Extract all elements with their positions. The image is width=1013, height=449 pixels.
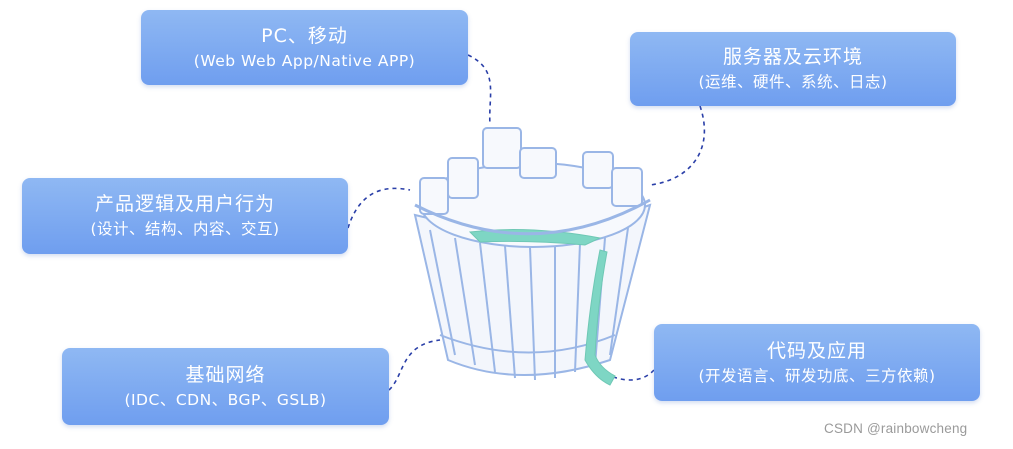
server-cloud-subtitle: (运维、硬件、系统、日志) (698, 73, 888, 91)
watermark: CSDN @rainbowcheng (824, 421, 968, 436)
code-application-title: 代码及应用 (766, 339, 867, 362)
basic-network-title: 基础网络 (185, 363, 266, 386)
product-logic-box: 产品逻辑及用户行为 (设计、结构、内容、交互) (22, 178, 348, 254)
server-cloud-title: 服务器及云环境 (722, 46, 863, 68)
pc-mobile-subtitle: (Web Web App/Native APP) (193, 51, 416, 70)
connector-network (388, 339, 441, 391)
connector-pc (467, 54, 492, 126)
product-logic-subtitle: (设计、结构、内容、交互) (90, 220, 280, 238)
bucket (413, 127, 652, 386)
code-application-box: 代码及应用 (开发语言、研发功底、三方依赖) (654, 324, 980, 401)
pc-mobile-box: PC、移动 (Web Web App/Native APP) (141, 10, 468, 85)
server-cloud-box: 服务器及云环境 (运维、硬件、系统、日志) (630, 32, 956, 106)
code-application-subtitle: (开发语言、研发功底、三方依赖) (698, 366, 936, 385)
connector-server (649, 105, 706, 186)
basic-network-box: 基础网络 (IDC、CDN、BGP、GSLB) (62, 348, 389, 425)
pc-mobile-title: PC、移动 (261, 24, 348, 47)
product-logic-title: 产品逻辑及用户行为 (94, 193, 275, 215)
connector-code (607, 369, 655, 381)
connector-product (347, 187, 411, 229)
basic-network-subtitle: (IDC、CDN、BGP、GSLB) (124, 390, 327, 409)
